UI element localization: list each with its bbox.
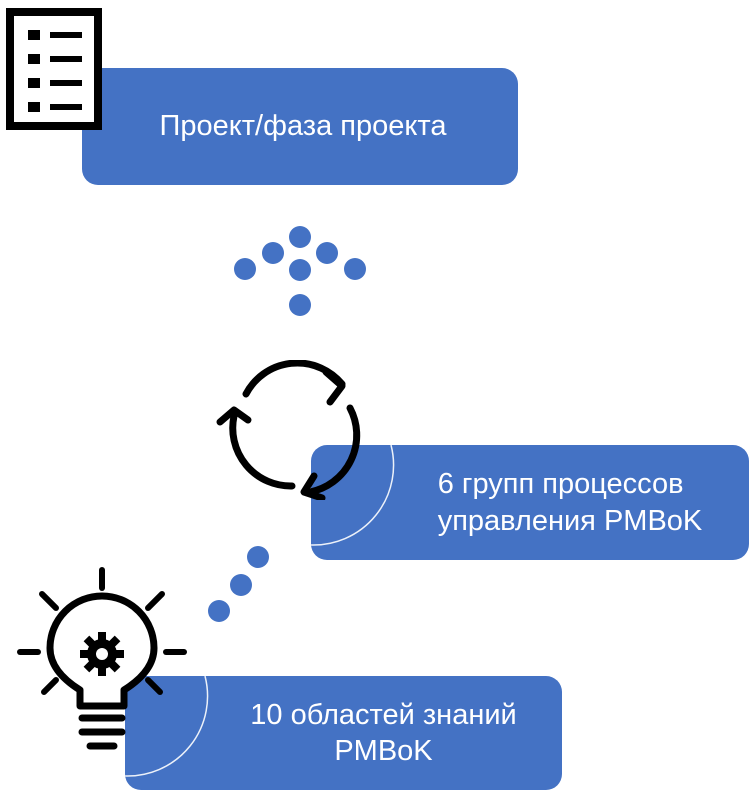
- project-phase-label: Проект/фаза проекта: [159, 110, 447, 143]
- arrow-dot: [289, 226, 311, 248]
- lightbulb-gear-icon: [17, 567, 187, 750]
- arrow-dot: [344, 258, 366, 280]
- arrow-dot: [289, 294, 311, 316]
- connector-dot: [247, 546, 269, 568]
- decorative-arc: [311, 445, 395, 546]
- arrow-dot: [234, 258, 256, 280]
- arrow-dot: [316, 242, 338, 264]
- process-groups-box: 6 групп процессов управления PMBoK: [311, 445, 749, 560]
- decorative-arc: [125, 676, 209, 777]
- project-phase-box: Проект/фаза проекта: [82, 68, 518, 185]
- process-groups-line2: управления PMBoK: [437, 504, 703, 537]
- process-groups-line1: 6 групп процессов: [437, 468, 684, 501]
- connector-dot: [208, 600, 230, 622]
- checklist-icon: [6, 8, 102, 130]
- arrow-dot: [289, 259, 311, 281]
- process-groups-label: 6 групп процессов управления PMBoK: [438, 466, 703, 539]
- refresh-cycle-icon: [216, 360, 361, 500]
- knowledge-areas-box: 10 областей знаний PMBoK: [125, 676, 562, 790]
- knowledge-areas-line2: PMBoK: [334, 735, 433, 767]
- knowledge-areas-label: 10 областей знаний PMBoK: [250, 697, 517, 770]
- connector-dot: [230, 574, 252, 596]
- knowledge-areas-line1: 10 областей знаний: [250, 698, 517, 731]
- arrow-dot: [262, 242, 284, 264]
